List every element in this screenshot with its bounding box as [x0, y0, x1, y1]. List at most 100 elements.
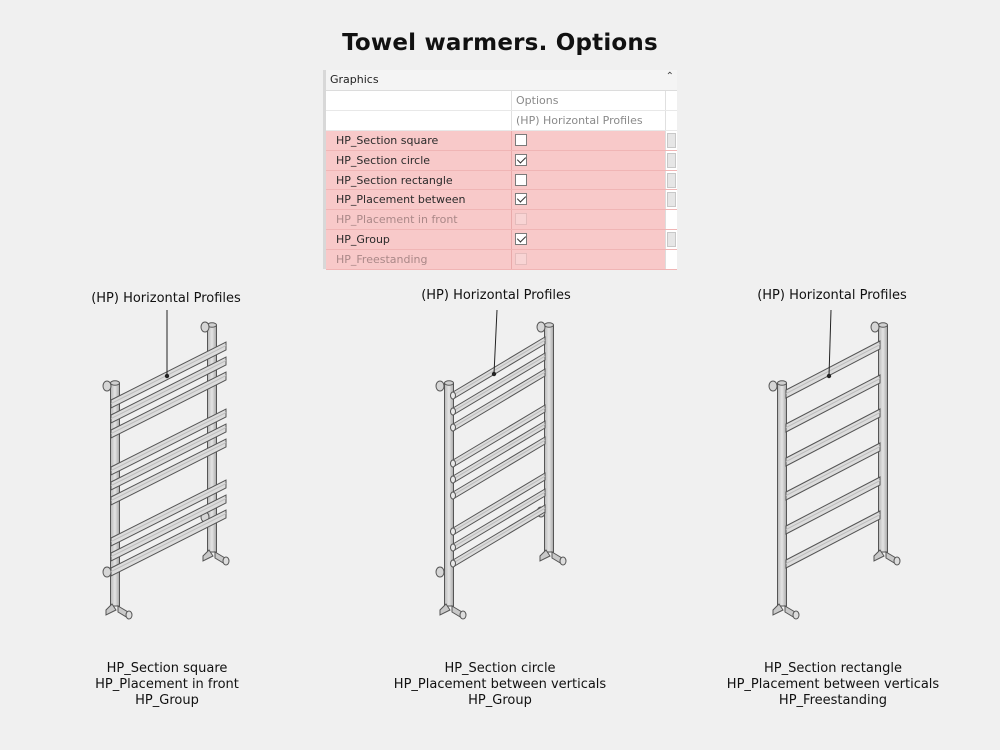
profile-end	[450, 543, 456, 552]
wall-mount	[102, 380, 112, 392]
associate-parameter-button[interactable]	[667, 192, 676, 208]
foot-cap	[222, 556, 230, 566]
profile-edge	[452, 371, 546, 428]
parameter-checkbox	[515, 253, 527, 266]
leader-dot	[491, 371, 497, 377]
pipe-cap	[444, 380, 454, 386]
parameter-row: HP_Freestanding	[326, 250, 677, 271]
leader-line	[828, 309, 832, 377]
profile-edge	[452, 507, 546, 564]
profile-edge	[110, 427, 227, 487]
parameter-label: HP_Section circle	[326, 150, 512, 170]
parameter-checkbox	[515, 213, 527, 226]
wall-mount	[102, 566, 112, 578]
profile-edge	[110, 513, 227, 573]
profile-edge	[785, 514, 881, 565]
foot-cap	[893, 556, 901, 566]
vertical-pipe	[777, 382, 787, 607]
profile-edge	[785, 412, 881, 463]
parameter-row: HP_Section rectangle	[326, 170, 677, 191]
profile-edge	[110, 360, 227, 420]
profile-end	[450, 423, 456, 432]
drawing-1-label: (HP) Horizontal Profiles	[91, 291, 241, 306]
drawing-1-caption: HP_Section square HP_Placement in front …	[17, 661, 317, 709]
leader-dot	[826, 373, 832, 379]
profile-edge	[110, 375, 227, 435]
profile-edge	[110, 442, 227, 502]
profile-edge	[110, 483, 227, 543]
foot	[873, 549, 885, 562]
pipe-cap	[777, 380, 787, 386]
parameter-checkbox[interactable]	[515, 173, 527, 186]
profile-edge	[110, 412, 227, 472]
leader-dot	[164, 373, 170, 379]
parameter-row: HP_Section square	[326, 130, 677, 151]
foot-cap	[459, 610, 467, 620]
wall-mount	[768, 380, 778, 392]
drawing-2-label: (HP) Horizontal Profiles	[421, 288, 571, 303]
parameter-checkbox[interactable]	[515, 133, 527, 146]
foot-cap	[792, 610, 800, 620]
caption-line: HP_Section rectangle	[764, 661, 902, 676]
caption-line: HP_Placement between verticals	[726, 677, 940, 692]
profile-edge	[785, 446, 881, 497]
towel-warmer-1	[102, 310, 230, 620]
towel-warmer-3	[768, 309, 901, 620]
caption-line: HP_Freestanding	[778, 693, 888, 708]
pipe-cap	[110, 380, 120, 386]
column-header-group: (HP) Horizontal Profiles	[516, 113, 643, 127]
column-header-row: (HP) Horizontal Profiles	[326, 110, 677, 131]
profile-edge	[452, 339, 546, 396]
parameter-label: HP_Freestanding	[326, 250, 512, 270]
profile-edge	[110, 498, 227, 558]
foot	[439, 603, 451, 616]
wall-mount	[870, 321, 880, 333]
profile-edge	[785, 344, 881, 395]
profile-edge	[785, 480, 881, 531]
profile-edge	[452, 423, 546, 480]
profile-edge	[452, 475, 546, 532]
wall-mount	[200, 321, 210, 333]
parameter-checkbox[interactable]	[515, 233, 527, 246]
pipe-cap	[544, 322, 554, 328]
profile-edge	[785, 378, 881, 429]
profile-end	[450, 407, 456, 416]
associate-parameter-button[interactable]	[667, 172, 676, 188]
drawing-3-label: (HP) Horizontal Profiles	[757, 288, 907, 303]
caption-line: HP_Placement between verticals	[393, 677, 607, 692]
parameter-label: HP_Section square	[326, 130, 512, 150]
parameter-checkbox[interactable]	[515, 153, 527, 166]
caption-line: HP_Section circle	[444, 661, 556, 676]
pipe-cap	[878, 322, 888, 328]
profile-edge	[452, 407, 546, 464]
panel-header: Graphics ⌃	[326, 70, 677, 91]
caption-line: HP_Placement in front	[95, 677, 239, 692]
leader-line	[493, 309, 498, 375]
vertical-pipe	[544, 324, 554, 553]
profile-edge	[452, 491, 546, 548]
panel-header-label: Graphics	[330, 73, 379, 86]
profile-edge	[452, 355, 546, 412]
foot-cap	[125, 610, 133, 620]
associate-parameter-button[interactable]	[667, 152, 676, 168]
column-header-row: Options	[326, 91, 677, 111]
profile-end	[450, 491, 456, 500]
profile-end	[450, 559, 456, 568]
wall-mount	[435, 566, 445, 578]
parameter-checkbox[interactable]	[515, 193, 527, 206]
towel-warmer-2	[435, 309, 567, 620]
caption-line: HP_Section square	[106, 661, 228, 676]
wall-mount	[435, 380, 445, 392]
associate-parameter-button[interactable]	[667, 232, 676, 248]
collapse-icon[interactable]: ⌃	[665, 71, 674, 82]
page-title: Towel warmers. Options	[342, 30, 658, 56]
caption-line: HP_Group	[135, 693, 199, 708]
caption-line: HP_Group	[468, 693, 532, 708]
parameter-label: HP_Placement in front	[326, 210, 512, 230]
profile-end	[450, 527, 456, 536]
parameter-label: HP_Group	[326, 230, 512, 250]
associate-parameter-button[interactable]	[667, 132, 676, 148]
parameter-row: HP_Placement in front	[326, 210, 677, 231]
profile-end	[450, 475, 456, 484]
